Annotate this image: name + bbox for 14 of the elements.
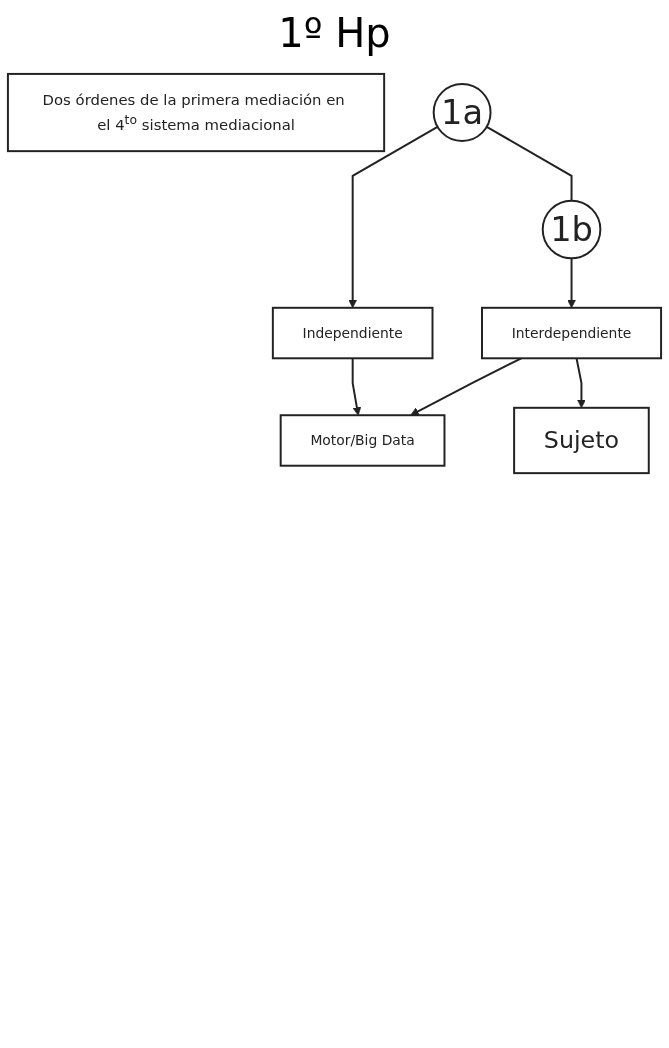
- arrow: [410, 357, 523, 416]
- arrow: [348, 125, 439, 309]
- node-box: Motor/Big Data: [279, 414, 446, 467]
- arrow: [351, 357, 362, 416]
- node-box: Sujeto: [513, 406, 650, 475]
- node-box: Independiente: [271, 306, 434, 360]
- node-box: Dos órdenes de la primera mediación en el 4$^{to}$ sistema mediacional: [6, 72, 386, 153]
- node-box: Interdependiente: [481, 306, 663, 360]
- arrow: [575, 357, 586, 409]
- node-circle: 1a: [432, 83, 492, 142]
- arrow: [567, 257, 576, 309]
- hypothesis-label: 1º Hp: [278, 10, 391, 56]
- node-circle: 1b: [541, 199, 602, 260]
- connector: [485, 125, 573, 202]
